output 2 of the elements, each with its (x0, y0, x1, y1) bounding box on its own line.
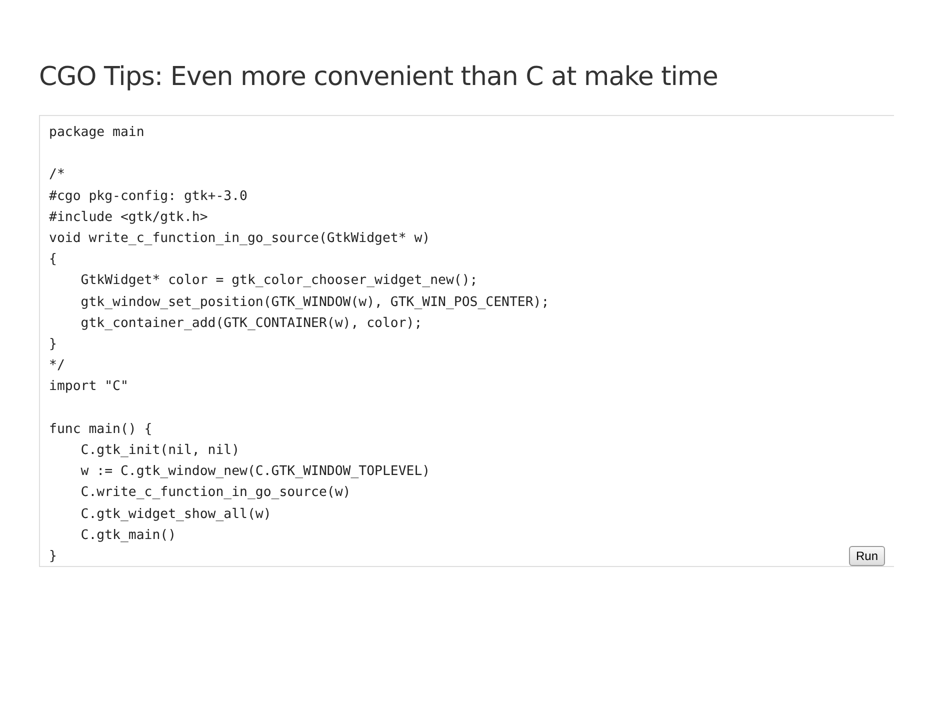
slide-title: CGO Tips: Even more convenient than C at make time (39, 62, 718, 92)
run-button: Run (849, 546, 885, 566)
